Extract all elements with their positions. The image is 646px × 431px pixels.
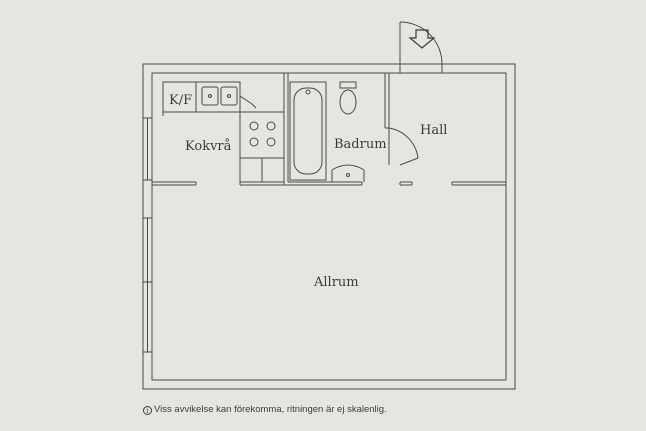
bathtub — [289, 81, 327, 181]
bathroom-walls — [283, 73, 413, 186]
hall-opening — [451, 181, 506, 186]
label-hall: Hall — [420, 123, 447, 138]
washbasin — [331, 164, 365, 182]
info-icon: i — [143, 406, 152, 415]
cooktop — [239, 111, 285, 186]
kitchen-counter — [195, 81, 257, 113]
entrance-arrow-icon — [408, 29, 436, 49]
outer-walls — [142, 63, 516, 390]
bathroom-door — [388, 127, 419, 166]
label-badrum: Badrum — [334, 137, 387, 152]
entrance-door — [399, 21, 443, 73]
label-allrum: Allrum — [313, 275, 359, 290]
label-kf: K/F — [169, 93, 192, 108]
label-kokvra: Kokvrå — [185, 138, 232, 154]
kitchen-partition — [152, 181, 197, 186]
disclaimer-text: Viss avvikelse kan förekomma, ritningen … — [154, 404, 387, 415]
left-windows — [143, 117, 152, 353]
toilet — [339, 81, 357, 115]
